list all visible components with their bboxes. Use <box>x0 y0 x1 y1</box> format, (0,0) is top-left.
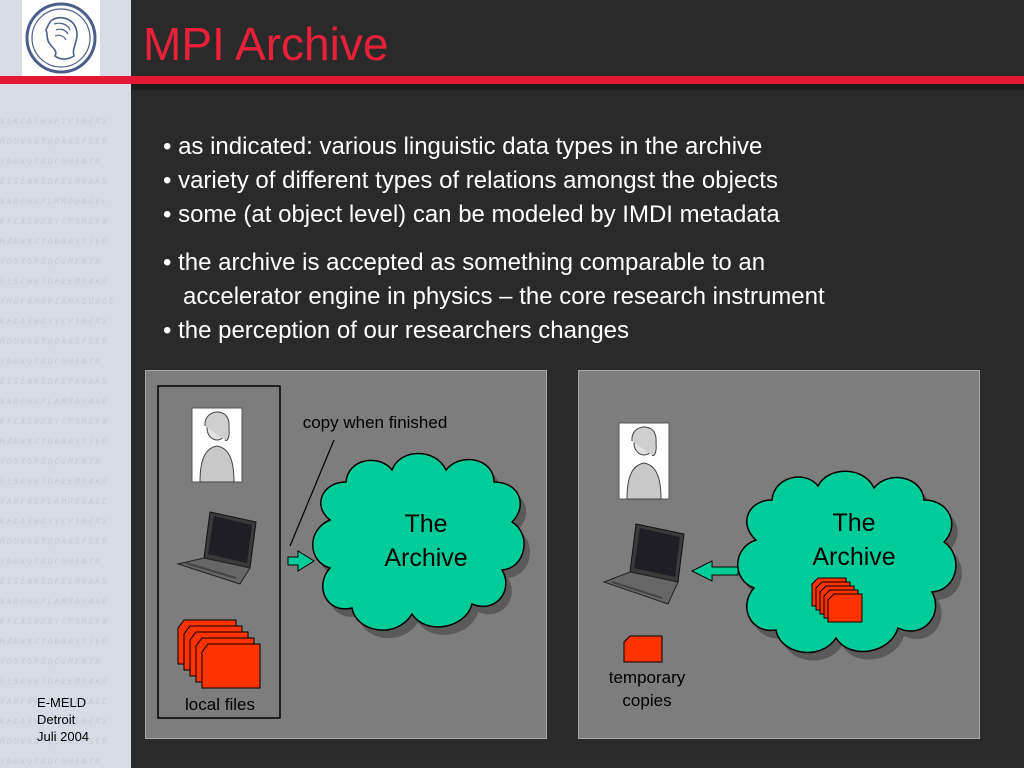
laptop-icon <box>176 511 257 585</box>
archive-cloud-label-left: The Archive <box>352 507 500 575</box>
cloud-line: The <box>404 510 448 538</box>
footer: E-MELD Detroit Juli 2004 <box>37 694 89 745</box>
file-stack-icon <box>811 577 863 623</box>
cloud-icon <box>312 452 525 631</box>
bullet-item: accelerator engine in physics – the core… <box>163 283 825 310</box>
bullet-item: • the archive is accepted as something c… <box>163 249 766 276</box>
cloud-icon <box>737 470 957 654</box>
cloud-line: Archive <box>812 543 896 571</box>
footer-city: Detroit <box>37 712 76 727</box>
background-pattern: XLKCASWVFYPSMERW MDUWNXTQ0A0SPSER YDUXQP… <box>0 117 116 766</box>
arrow-icon <box>690 560 739 582</box>
page-title: MPI Archive <box>143 18 389 70</box>
max-planck-logo <box>22 0 100 76</box>
temporary-copies-label: temporary copies <box>590 666 704 712</box>
temporary-file-icon <box>623 635 663 663</box>
file-stack-icon <box>177 619 261 689</box>
bullet-item: • as indicated: various linguistic data … <box>163 133 763 160</box>
logo-icon <box>25 2 97 74</box>
person-icon <box>191 407 243 483</box>
copy-when-finished-label: copy when finished <box>302 413 448 432</box>
local-workspace-frame <box>157 385 281 719</box>
left-strip: XLKCASWVFYPSMERW MDUWNXTQ0A0SPSER YDUXQP… <box>0 0 131 768</box>
archive-cloud-label-right: The Archive <box>780 506 928 574</box>
title-bar <box>131 0 1024 78</box>
arrow-icon <box>287 550 315 572</box>
laptop-icon <box>602 523 685 605</box>
bullet-item: • some (at object level) can be modeled … <box>163 201 780 228</box>
footer-event: E-MELD <box>37 695 87 710</box>
bullet-item: • variety of different types of relation… <box>163 167 778 194</box>
title-shadow <box>131 84 1024 90</box>
cloud-line: The <box>832 509 876 537</box>
footer-date: Juli 2004 <box>37 729 90 744</box>
title-underline <box>0 76 1024 84</box>
temporary-copies-line: temporary <box>608 668 686 687</box>
bullet-item: • the perception of our researchers chan… <box>163 317 630 344</box>
copy-pointer-line <box>289 439 335 547</box>
cloud-line: Archive <box>384 544 468 572</box>
person-icon <box>618 422 670 500</box>
bullet-list: • as indicated: various linguistic data … <box>163 130 825 348</box>
local-files-label: local files <box>185 695 255 714</box>
temporary-copies-line: copies <box>622 691 672 710</box>
